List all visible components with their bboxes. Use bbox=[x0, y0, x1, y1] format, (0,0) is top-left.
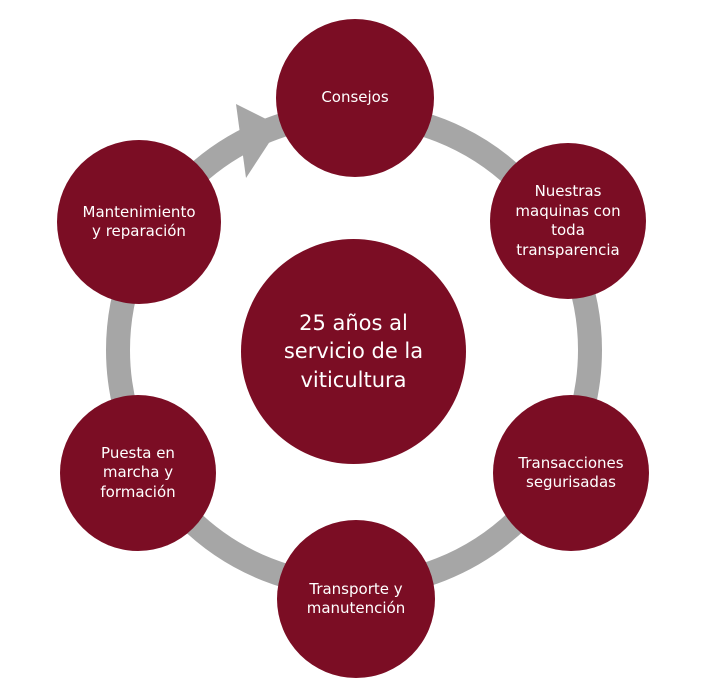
cycle-arrowhead bbox=[236, 104, 280, 178]
node-mantenimiento: Mantenimiento y reparación bbox=[57, 140, 221, 304]
node-nuestras-maquinas: Nuestras maquinas con toda transparencia bbox=[490, 143, 646, 299]
node-transacciones: Transacciones segurisadas bbox=[493, 395, 649, 551]
center-label: 25 años al servicio de la viticultura bbox=[283, 310, 424, 392]
node-label: Transacciones segurisadas bbox=[518, 453, 624, 492]
node-consejos: Consejos bbox=[276, 19, 434, 177]
node-label: Puesta en marcha y formación bbox=[100, 443, 176, 501]
node-label: Nuestras maquinas con toda transparencia bbox=[515, 182, 621, 259]
node-label: Transporte y manutención bbox=[306, 579, 406, 618]
node-label: Mantenimiento y reparación bbox=[82, 202, 196, 241]
center-node: 25 años al servicio de la viticultura bbox=[241, 239, 466, 464]
node-transporte: Transporte y manutención bbox=[277, 520, 435, 678]
node-label: Consejos bbox=[321, 88, 389, 107]
node-puesta-en-marcha: Puesta en marcha y formación bbox=[60, 395, 216, 551]
